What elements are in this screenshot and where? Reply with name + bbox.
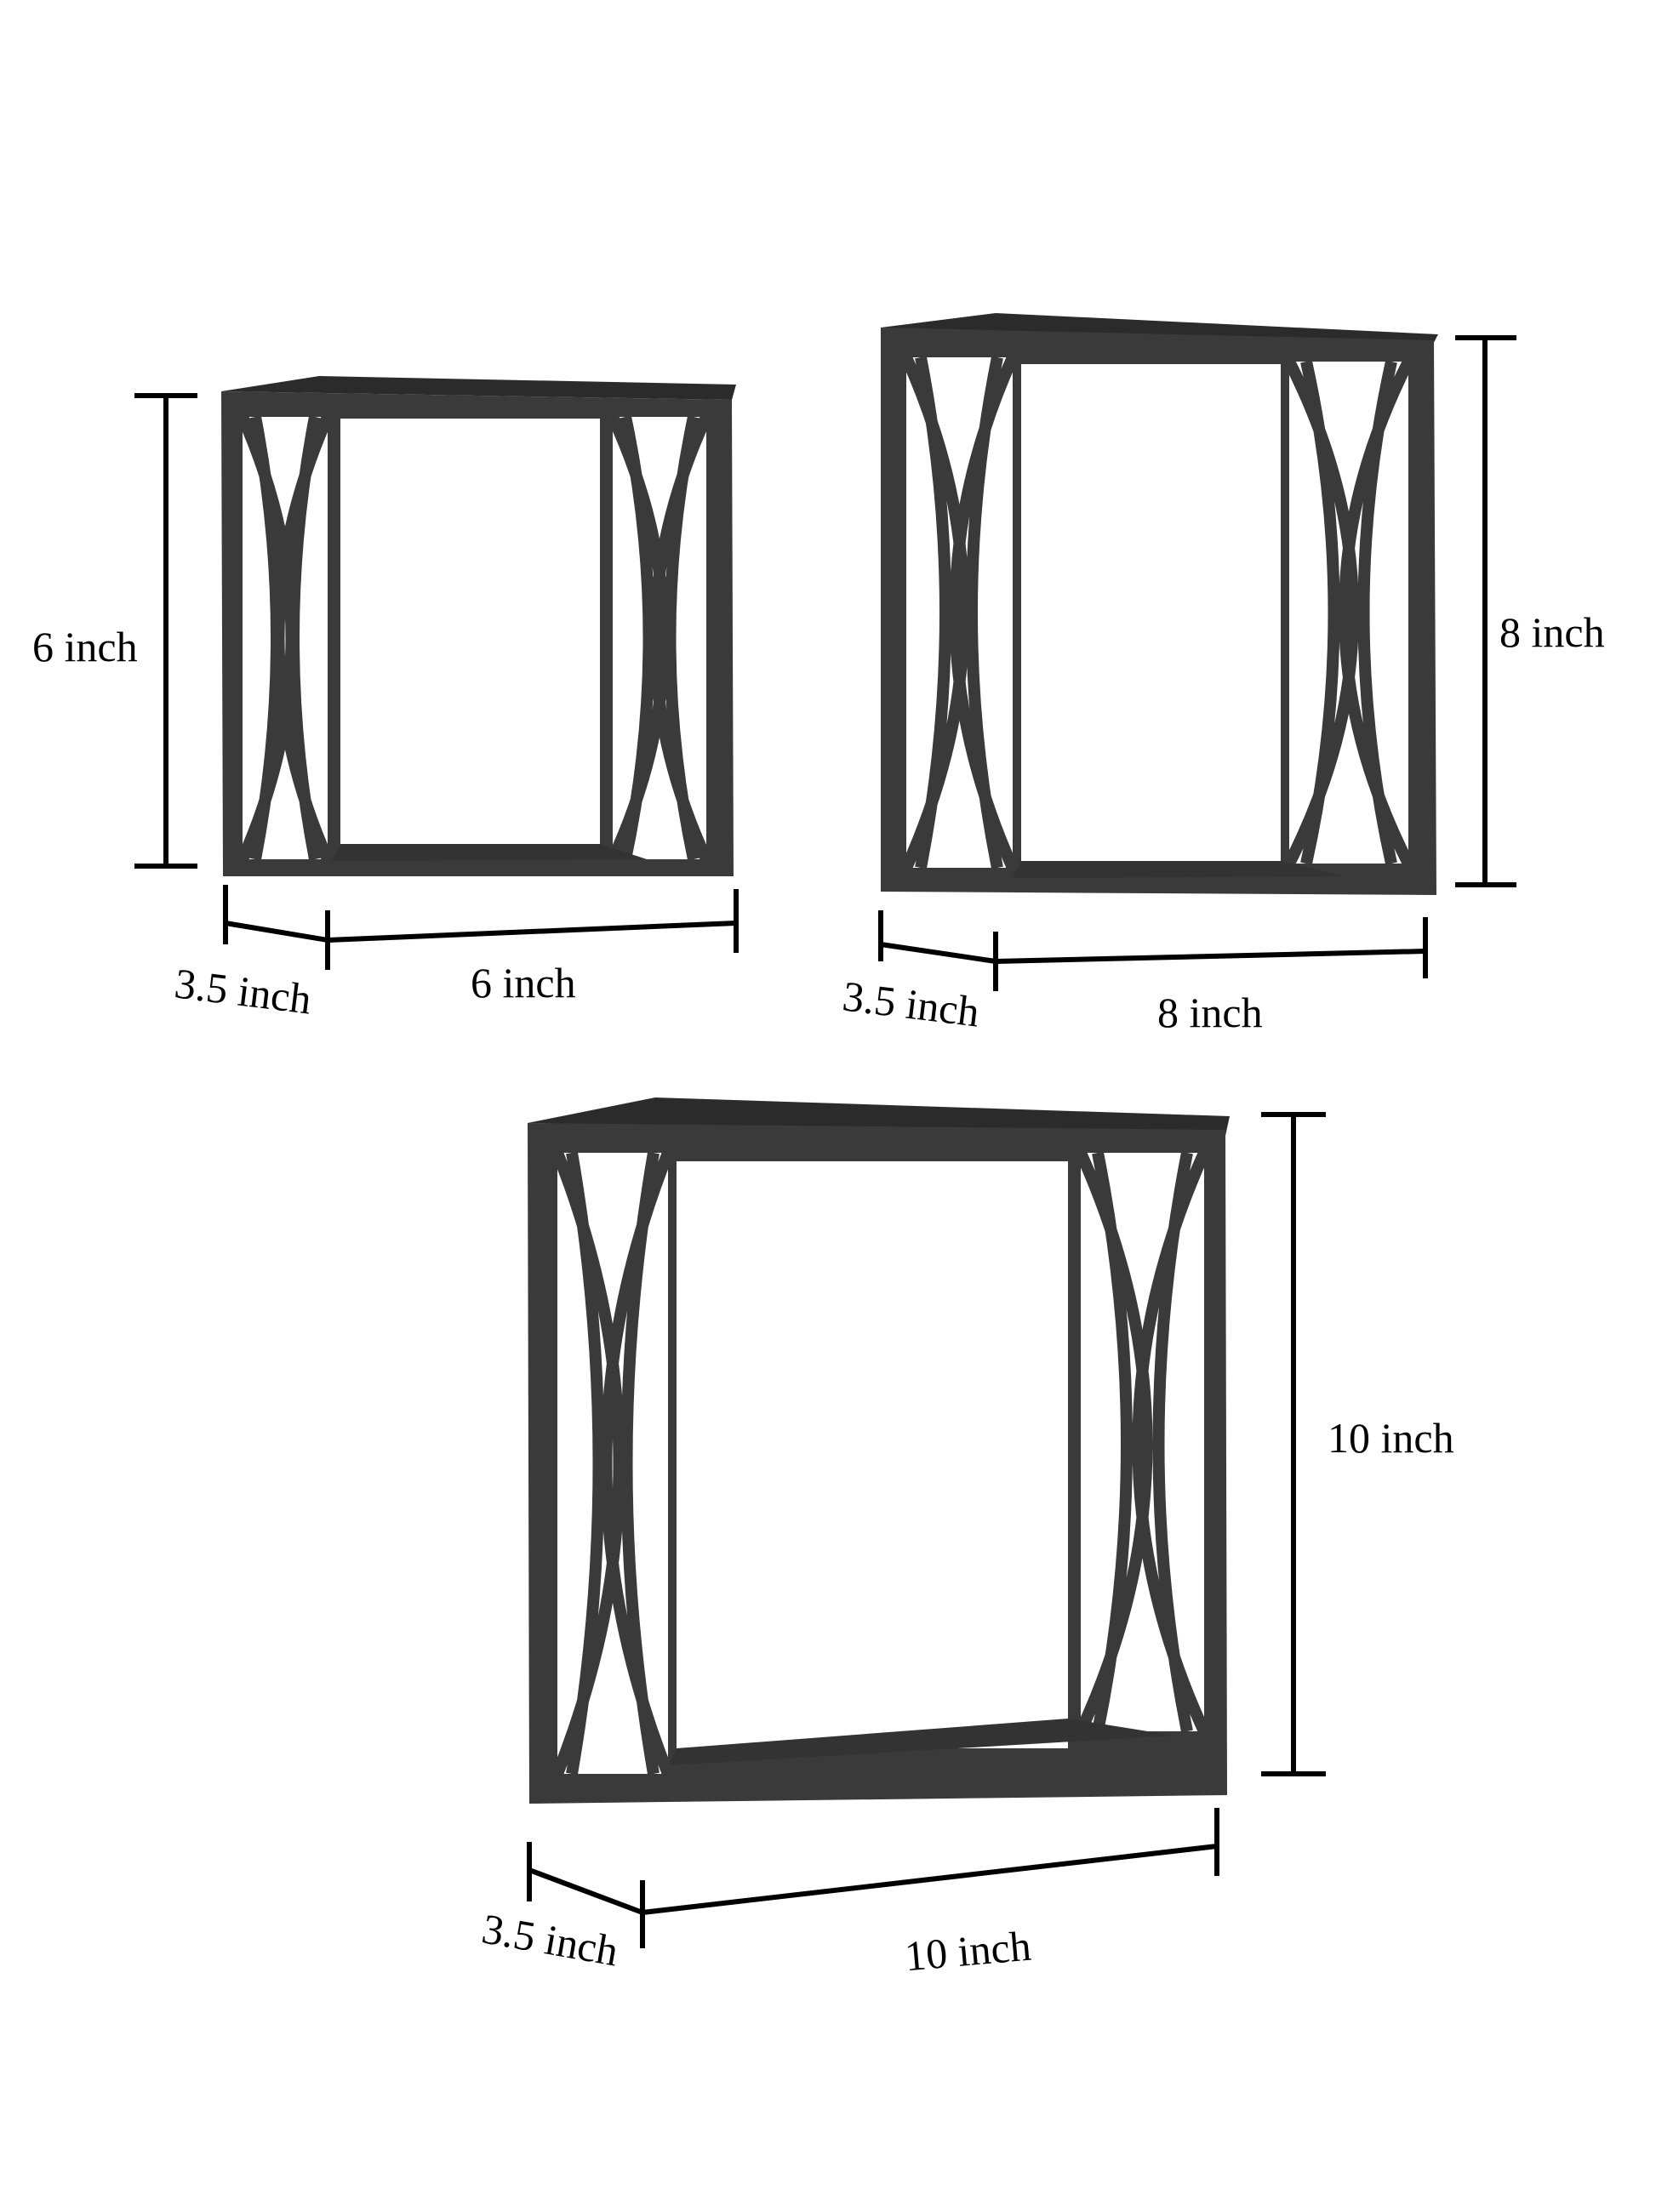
- small-width-dimension: [325, 889, 739, 970]
- large-width-label: 10 inch: [902, 1921, 1033, 1981]
- medium-shelf: [881, 313, 1438, 895]
- small-height-dimension: [134, 393, 197, 869]
- large-height-dimension: [1261, 1112, 1326, 1776]
- small-height-label: 6 inch: [32, 623, 138, 670]
- medium-width-label: 8 inch: [1157, 989, 1263, 1036]
- large-height-label: 10 inch: [1328, 1414, 1454, 1462]
- small-depth-dimension: [223, 885, 328, 944]
- large-depth-dimension: [527, 1842, 644, 1915]
- large-width-dimension: [640, 1808, 1219, 1948]
- medium-depth-dimension: [878, 910, 996, 964]
- medium-height-dimension: [1455, 335, 1516, 887]
- medium-width-dimension: [993, 917, 1428, 991]
- large-shelf: [528, 1097, 1230, 1804]
- medium-height-label: 8 inch: [1499, 608, 1605, 656]
- small-shelf: [221, 376, 736, 876]
- small-width-label: 6 inch: [471, 959, 576, 1006]
